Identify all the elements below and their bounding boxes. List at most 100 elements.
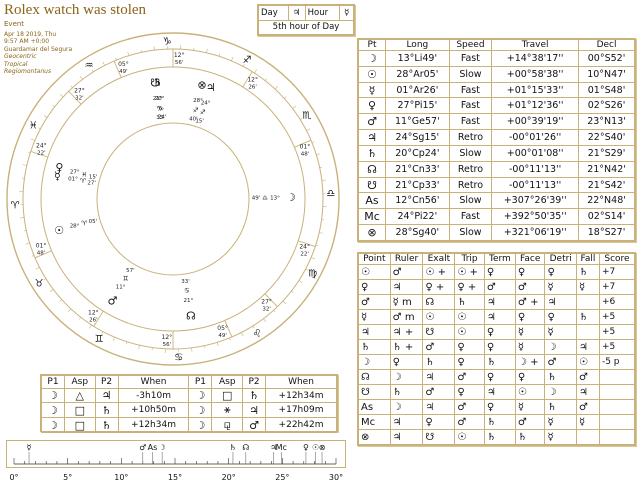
dignity-cell-term: ♀ (483, 324, 516, 340)
positions-header-pt: Pt (358, 39, 386, 51)
dignity-row: ☉♂☉ +☉ +♀♀♀♄+7 (358, 264, 636, 280)
dignity-cell-face: ☉ (514, 384, 546, 400)
event-date: Apr 18 2019, Thu (4, 31, 57, 38)
degree-tick (242, 64, 245, 67)
planet-degree: 27° (70, 169, 80, 175)
dignity-cell-term: ♀ (483, 399, 516, 415)
position-long: 28°Ar05' (385, 65, 450, 83)
position-pt: ☊ (358, 160, 386, 178)
degree-tick (27, 151, 31, 154)
degree-tick (112, 337, 115, 341)
degree-marker-glyph: ☉ (312, 443, 319, 452)
dignity-cell-term: ♀ (483, 264, 516, 280)
planet-sign: ♎ (262, 194, 268, 202)
position-long: 01°Ar26' (385, 81, 450, 99)
degree-tick (311, 141, 315, 143)
aspect-cell-p2: ♄ (94, 402, 119, 418)
dignity-cell-point: As (358, 399, 391, 415)
position-travel: +00°39'19'' (491, 113, 580, 131)
dignity-cell-ruler: ♂ m (389, 309, 424, 325)
planet-sign: ♈ (81, 220, 87, 228)
aspect-cell-asp: □ (63, 402, 96, 418)
aspect-cell-asp: ⚼ (211, 417, 244, 433)
degree-tick (79, 317, 82, 320)
aspect-cell-p1: ☽ (41, 388, 65, 403)
position-decl: 10°N47' (578, 65, 635, 83)
aspect-cell-p1: ☽ (188, 417, 213, 433)
degree-tick (70, 85, 73, 88)
event-place: Guardamar del Segura (4, 45, 73, 53)
dignity-cell-face: ☽ + (514, 354, 546, 370)
position-speed: Slow (448, 192, 493, 210)
dignity-row: ♀♃♀ +♀ +♂♂☿☿+7 (358, 279, 636, 295)
position-pt: ☉ (358, 65, 386, 83)
dignity-cell-ruler: ♂ (389, 264, 424, 280)
degree-tick (319, 232, 324, 234)
dignity-cell-score (598, 429, 636, 445)
zodiac-sign-glyph: ♎ (326, 189, 335, 200)
degree-tick (38, 127, 41, 130)
degree-tick (291, 290, 294, 293)
dignity-cell-detri: ♀ (544, 264, 577, 280)
dignity-cell-fall: ☿ (575, 414, 600, 430)
zodiac-type: Geocentric (4, 53, 37, 61)
aspect-cell-p2: ♃ (242, 402, 267, 418)
dignity-cell-exalt: ♄ (422, 354, 456, 370)
dignity-cell-term: ♀ (483, 369, 516, 385)
degree-tick (241, 332, 244, 337)
dignity-cell-fall: ♄ (575, 264, 600, 280)
dignity-cell-exalt: ♀ + (422, 279, 456, 295)
house-cusp-minute: 56' (163, 342, 172, 348)
degree-tick (31, 138, 35, 141)
degree-tick (292, 105, 297, 109)
position-long: 21°Cp33' (385, 176, 450, 194)
position-speed: Retro (448, 129, 493, 146)
house-cusp-line (224, 320, 233, 338)
dignity-cell-face: ☿ (514, 339, 546, 355)
dignity-cell-trip: ♀ (454, 339, 485, 355)
position-travel: +00°01'08'' (491, 144, 580, 162)
house-cusp-degree: 05° (217, 325, 228, 332)
aspect-header-when: When (117, 375, 190, 389)
degree-tick (67, 308, 72, 313)
aspect-header-p2: P2 (242, 375, 267, 389)
position-speed: Slow (448, 65, 493, 83)
planet-glyph: ♀ (55, 161, 63, 174)
position-travel: +01°12'36'' (491, 97, 580, 115)
degree-marker-glyph: As (148, 443, 158, 452)
position-pt: ♀ (358, 97, 386, 115)
dignity-cell-detri: ♂ (544, 354, 577, 370)
degree-tick (315, 244, 319, 247)
dignity-cell-exalt: ♂ (422, 339, 456, 355)
dignity-cell-fall: ♂ (575, 369, 600, 385)
dignity-cell-ruler: ☽ (389, 369, 424, 385)
position-row: ☉28°Ar05'Slow+00°58'38''10°N47' (358, 65, 635, 83)
position-decl: 02°S26' (578, 97, 635, 115)
degree-tick (138, 345, 140, 350)
degree-marker-glyph: ♂ (139, 443, 146, 452)
degree-tick (319, 166, 323, 168)
degree-marker-glyph: Mc (276, 443, 287, 452)
dignity-cell-score (598, 399, 636, 415)
degree-tick (229, 337, 231, 341)
house-cusp-degree: 01° (36, 243, 47, 250)
dignity-cell-face: ♀ (514, 309, 546, 325)
dignity-cell-fall (575, 294, 600, 310)
dignity-cell-ruler: ♃ (389, 279, 424, 295)
degree-tick (264, 78, 267, 81)
planet-degree: 01° (68, 177, 78, 183)
dignity-row: As☽♃♂♀☿♄♂ (358, 399, 636, 415)
planet-degree: 20° (155, 96, 165, 102)
degree-tick (263, 318, 267, 323)
degree-tick (101, 331, 104, 334)
degree-tick (59, 299, 62, 302)
dignity-cell-detri: ☿ (544, 279, 577, 295)
dignity-cell-score (598, 414, 636, 430)
dignity-cell-score: +7 (598, 264, 636, 280)
aspect-cell-asp: □ (211, 388, 244, 403)
position-row: ☋21°Cp33'Retro-00°11'13''21°S42' (358, 176, 635, 194)
aspect-cell-when: +17h09m (265, 402, 337, 418)
